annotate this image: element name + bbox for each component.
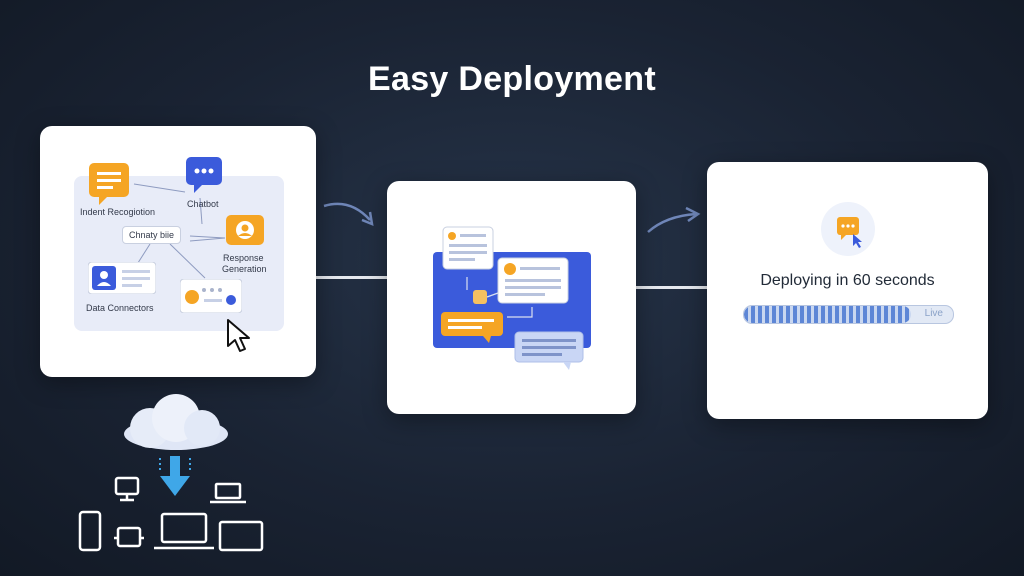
live-label: Live	[924, 308, 943, 319]
conversation-illustration	[433, 226, 591, 370]
deploy-status-text: Deploying in 60 seconds	[760, 272, 935, 289]
intent-recognition-label: Indent Recogiotion	[80, 207, 156, 217]
cloud-devices-illustration	[78, 394, 264, 552]
curved-arrow-icon-1	[323, 202, 374, 226]
desktop-icon	[218, 520, 264, 552]
conversation-flow-card	[387, 181, 636, 414]
laptop-icon	[154, 512, 214, 550]
chat-icon	[89, 163, 129, 210]
monitor-icon	[114, 476, 140, 502]
deployment-card: Deploying in 60 seconds Live	[707, 162, 988, 419]
data-connectors-icon	[87, 261, 157, 299]
deploy-progress-bar: Live	[743, 305, 954, 324]
response-label-2: Generation	[222, 264, 267, 274]
connector-line-2	[636, 286, 707, 289]
cloud-icon	[124, 394, 228, 450]
phone-icon	[78, 510, 102, 552]
response-label-1: Response	[223, 253, 264, 263]
chat-preview-icon[interactable]	[179, 278, 243, 318]
deploy-progress-fill	[744, 306, 912, 323]
connector-line-1	[316, 276, 387, 279]
chat-deploy-icon	[819, 200, 877, 263]
page-title: Easy Deployment	[368, 60, 656, 98]
curved-arrow-icon-2	[647, 206, 701, 233]
response-icon	[226, 215, 264, 256]
chatbot-icon	[186, 157, 222, 198]
chatbot-label: Chatbot	[187, 199, 219, 209]
download-arrow-icon	[159, 456, 191, 496]
data-connectors-label: Data Connectors	[86, 303, 154, 313]
tablet-icon	[114, 526, 144, 548]
chatbot-builder-card: Indent Recogiotion Chatbot Chnaty biie R…	[40, 126, 316, 377]
laptop-small-icon	[210, 482, 246, 504]
cursor-icon	[226, 318, 252, 359]
connection-lines	[133, 183, 226, 279]
middle-node-tag[interactable]: Chnaty biie	[122, 226, 182, 244]
builder-panel	[74, 176, 284, 331]
